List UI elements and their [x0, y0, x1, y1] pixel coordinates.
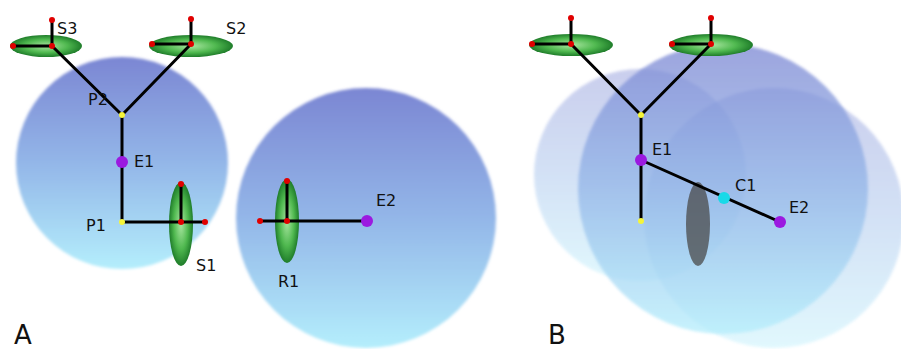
- point-label: E2: [376, 193, 396, 209]
- yellow-dots: [638, 112, 644, 224]
- point-label: P2: [88, 92, 108, 108]
- disc-label: S3: [57, 21, 77, 37]
- purple-dot: [116, 156, 128, 168]
- green-disc: [10, 35, 82, 57]
- cyan-dot: [718, 192, 730, 204]
- point-label: E2: [789, 200, 809, 216]
- sphere: [16, 57, 228, 269]
- purple-dot: [635, 154, 647, 166]
- point-label: E1: [134, 154, 154, 170]
- sphere: [236, 88, 496, 348]
- purple-dot: [774, 216, 786, 228]
- disc-label: S2: [226, 21, 246, 37]
- combined-sphere: [578, 44, 868, 334]
- tree-lines: [532, 18, 780, 222]
- point-label: P1: [86, 218, 106, 234]
- tree-lines: [13, 19, 367, 222]
- point-label: E1: [652, 142, 672, 158]
- yellow-dots: [119, 112, 125, 225]
- disc-label: S1: [196, 258, 216, 274]
- panel-letter: B: [548, 322, 566, 348]
- red-dots: [10, 16, 290, 225]
- grey-disc: [686, 182, 710, 266]
- disc-label: R1: [278, 274, 299, 290]
- red-dots: [529, 15, 714, 47]
- green-disc: [169, 182, 193, 266]
- purple-dot: [361, 215, 373, 227]
- panel-letter: A: [14, 322, 32, 348]
- point-label: C1: [735, 178, 756, 194]
